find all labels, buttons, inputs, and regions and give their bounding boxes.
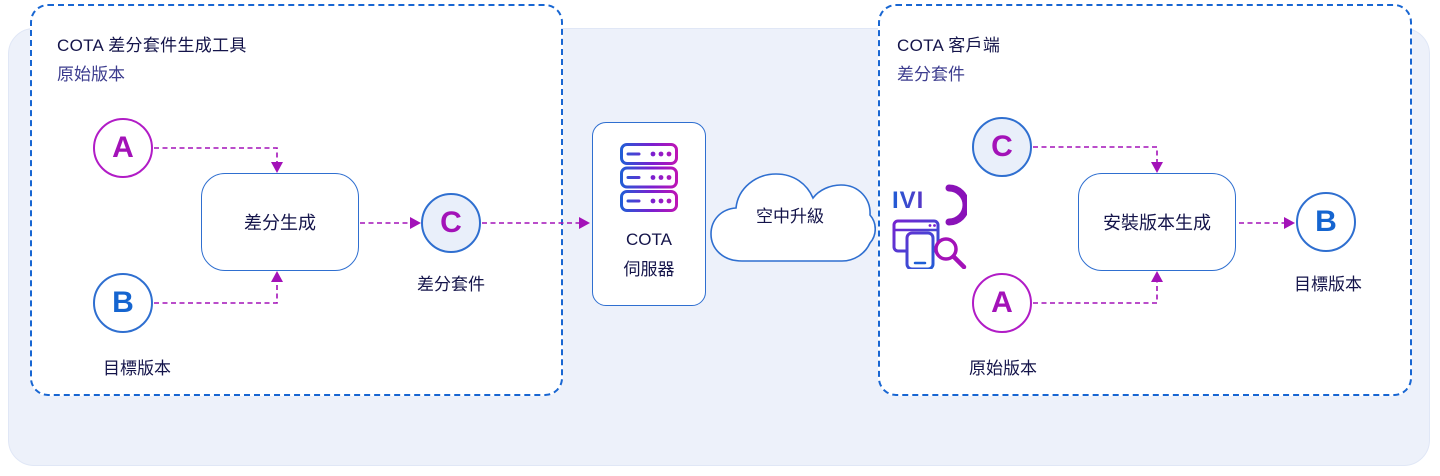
left-panel-subtitle: 原始版本 bbox=[57, 65, 125, 84]
server-stack-icon bbox=[620, 143, 678, 212]
left-panel-title: COTA 差分套件生成工具 bbox=[57, 36, 247, 55]
node-a-letter: A bbox=[112, 131, 134, 164]
server-name-line2: 伺服器 bbox=[623, 260, 675, 279]
node-a-label: 原始版本 bbox=[969, 359, 1037, 378]
node-c-letter: C bbox=[991, 130, 1013, 163]
server-name-line1: COTA bbox=[626, 230, 672, 249]
node-c-diff-package: C bbox=[421, 193, 481, 253]
diff-generation-label: 差分生成 bbox=[244, 213, 316, 233]
node-b-letter: B bbox=[112, 286, 134, 319]
cota-server-box: COTA 伺服器 bbox=[592, 122, 706, 306]
node-c-letter: C bbox=[440, 206, 462, 239]
node-c-diff-package-client: C bbox=[972, 117, 1032, 177]
right-panel-subtitle: 差分套件 bbox=[897, 65, 965, 84]
install-version-generation-box: 安裝版本生成 bbox=[1078, 173, 1236, 271]
install-version-generation-label: 安裝版本生成 bbox=[1103, 213, 1211, 233]
node-a-source-version: A bbox=[93, 118, 153, 178]
node-b-target-version: B bbox=[93, 273, 153, 333]
node-b-label: 目標版本 bbox=[103, 359, 171, 378]
node-c-label: 差分套件 bbox=[417, 275, 485, 294]
node-a-source-version-client: A bbox=[972, 273, 1032, 333]
node-b-target-version-client: B bbox=[1296, 192, 1356, 252]
node-a-letter: A bbox=[991, 286, 1013, 319]
node-b-letter: B bbox=[1315, 205, 1337, 238]
cloud-label: 空中升級 bbox=[756, 207, 824, 226]
diff-generation-box: 差分生成 bbox=[201, 173, 359, 271]
right-panel-title: COTA 客戶端 bbox=[897, 36, 1001, 55]
node-b-label: 目標版本 bbox=[1294, 275, 1362, 294]
